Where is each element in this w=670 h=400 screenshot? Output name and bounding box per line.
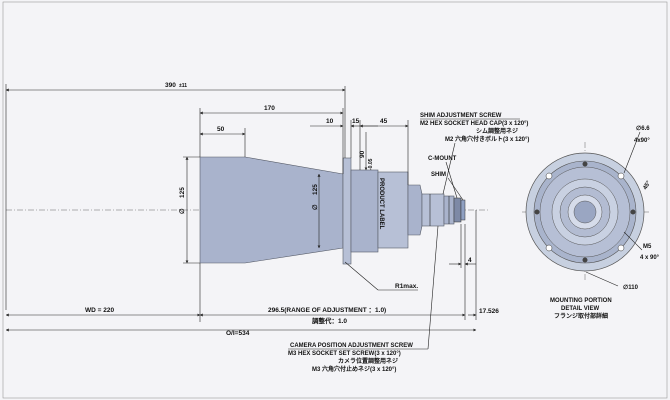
dim-45: 45	[380, 118, 388, 125]
dia-symbol-b: ∅	[311, 204, 319, 210]
shim-screw-note: SHIM ADJUSTMENT SCREW M2 HEX SOCKET HEAD…	[420, 113, 529, 195]
dim-flange: 17.526	[479, 308, 499, 315]
dim-170: 170	[264, 105, 275, 112]
c-mount-thread	[453, 197, 462, 223]
mount-angle: 45°	[643, 180, 653, 191]
svg-text:M3 HEX SOCKET SET SCREW(3 x 12: M3 HEX SOCKET SET SCREW(3 x 120°)	[288, 351, 401, 357]
dim-oi: O/I=534	[226, 330, 250, 337]
svg-text:CAMERA POSITION ADJUSTMENT SCR: CAMERA POSITION ADJUSTMENT SCREW	[290, 343, 413, 349]
lens-body	[199, 156, 466, 265]
svg-text:SHIM ADJUSTMENT SCREW: SHIM ADJUSTMENT SCREW	[420, 113, 502, 119]
mount-title-1: MOUNTING PORTION	[550, 298, 612, 304]
svg-text:M2 六角穴付きボルト(3 x 120°): M2 六角穴付きボルト(3 x 120°)	[445, 135, 529, 143]
mount-dia-110: ∅110	[623, 284, 639, 291]
c-mount-label: C-MOUNT	[428, 156, 457, 162]
dim-wd: WD = 220	[85, 307, 114, 314]
dim-15: 15	[352, 118, 360, 125]
dia-symbol-a: ∅	[178, 208, 186, 214]
dim-dia-90: 90	[359, 150, 366, 158]
dim-adjust-range: 296.5(RANGE OF ADJUSTMENT ：1.0)	[268, 307, 386, 314]
mount-hole-count: 4x90°	[634, 138, 650, 144]
shim-plate	[460, 199, 466, 221]
dim-dia-90-tol: -0.05	[368, 158, 374, 170]
dim-dia-125b: 125	[312, 184, 319, 195]
product-label-text: PRODUCT LABEL	[378, 178, 384, 230]
mount-title-jp: フランジ取付部詳細	[554, 312, 608, 320]
svg-text:シム調整用ネジ: シム調整用ネジ	[476, 127, 518, 135]
dim-r1max: R1max.	[395, 283, 418, 290]
mount-title-2: DETAIL VIEW	[561, 306, 599, 312]
dim-adjust-jp: 調整代：1.0	[312, 316, 347, 325]
dim-390: 390	[165, 82, 176, 89]
dim-50: 50	[217, 126, 225, 133]
dim-dia-125a: 125	[179, 187, 186, 198]
dim-4: 4	[468, 257, 472, 264]
svg-text:カメラ位置調整用ネジ: カメラ位置調整用ネジ	[338, 357, 398, 365]
dim-390-tol: ±11	[179, 83, 187, 89]
camera-screw-note: CAMERA POSITION ADJUSTMENT SCREW M3 HEX …	[288, 225, 439, 373]
shim-label: SHIM	[431, 172, 446, 178]
dim-10: 10	[326, 118, 334, 125]
mount-hole-dia: ∅6.6	[636, 125, 650, 132]
svg-text:M3 六角穴付止めネジ(3 x 120°): M3 六角穴付止めネジ(3 x 120°)	[312, 365, 396, 373]
mount-m5: M5	[643, 244, 652, 250]
mount-m5-count: 4 x 90°	[640, 255, 660, 261]
svg-text:M2 HEX SOCKET HEAD CAP(3 x 120: M2 HEX SOCKET HEAD CAP(3 x 120°)	[420, 121, 528, 127]
mount-detail-view	[522, 142, 650, 282]
